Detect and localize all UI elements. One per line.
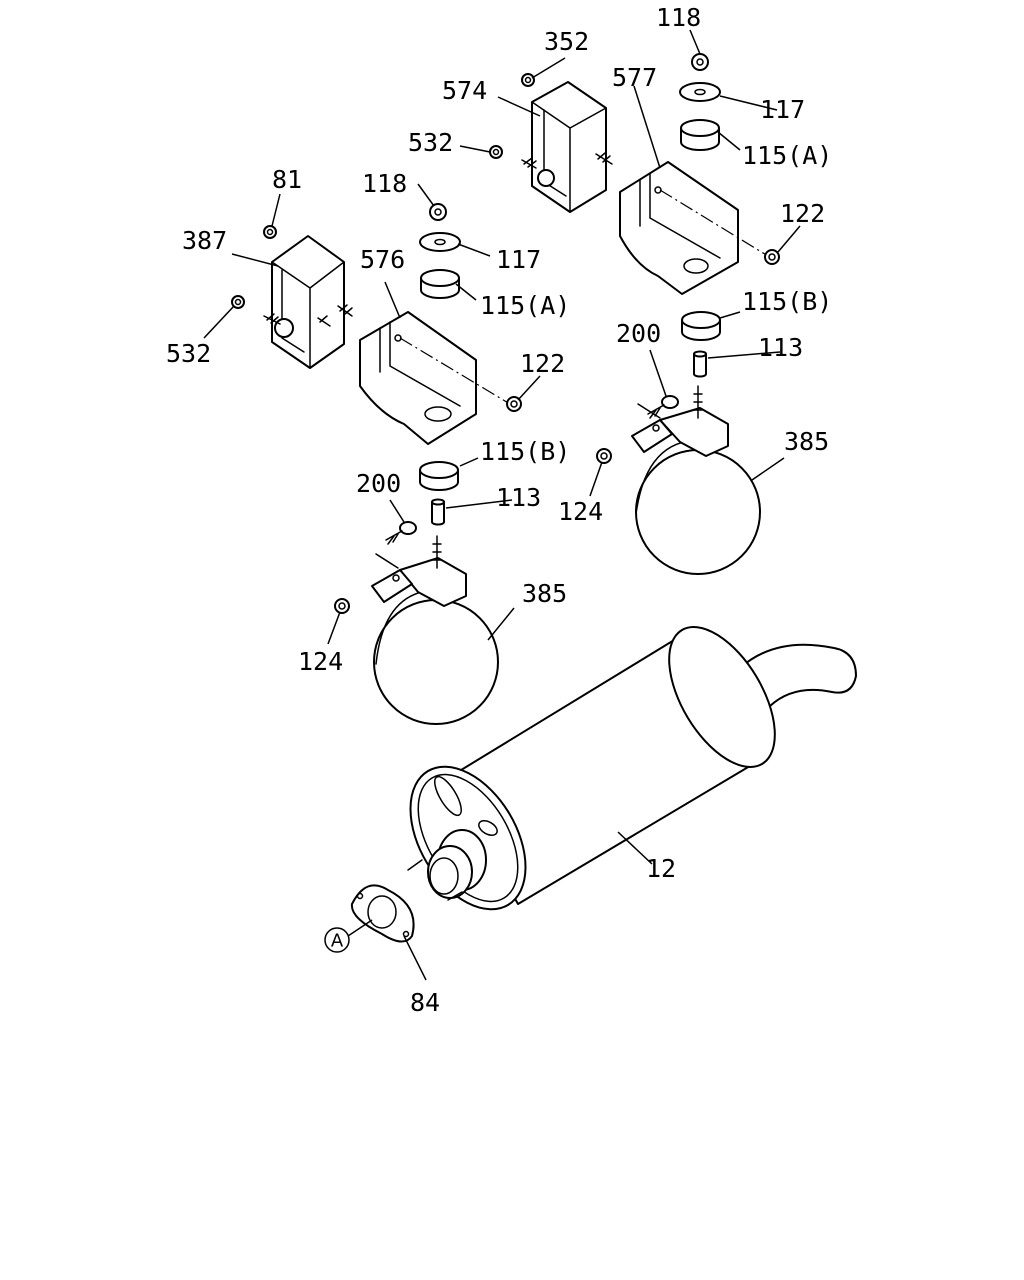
bushing-115b-mid [419,461,459,491]
callout-385-left: 385 [522,579,567,608]
bolt-200-left [385,521,417,545]
bushing-115a-top [680,119,720,151]
callout-122-mid: 122 [520,349,565,378]
stud-574-b [595,152,613,165]
nut-118-mid [429,203,447,221]
stud-574-a [521,157,537,169]
leader-lines [203,29,801,981]
nut-124-left [334,598,350,614]
callout-84: 84 [410,988,440,1017]
nut-118-top [691,53,709,71]
callout-200-right: 200 [616,319,661,348]
nut-81 [263,225,277,239]
callout-385-right: 385 [784,427,829,456]
nut-122-mid [506,396,522,412]
callout-574: 574 [442,76,487,105]
stud-387-c [337,304,353,317]
clamp-385-left [371,535,499,725]
callout-576: 576 [360,245,405,274]
callout-200-left: 200 [356,469,401,498]
callout-118-top: 118 [656,3,701,32]
callout-115a-top: 115(A) [742,141,832,170]
bracket-577 [619,161,739,295]
callout-532-top: 532 [408,128,453,157]
callout-115b-right: 115(B) [742,287,832,316]
callout-113-left: 113 [496,483,541,512]
nut-124-right [596,448,612,464]
gasket-84 [350,884,415,943]
reference-mark-a: A [324,927,350,953]
bolt-200-right [647,395,679,419]
sleeve-113-left [431,498,445,526]
callout-532-left: 532 [166,339,211,368]
reference-mark-a-letter: A [331,931,344,952]
callout-115b-mid: 115(B) [480,437,570,466]
callout-577: 577 [612,63,657,92]
stud-387-a [263,313,281,325]
callout-81: 81 [272,165,302,194]
callout-352: 352 [544,27,589,56]
washer-117-top [679,82,721,102]
bushing-115b-right [681,311,721,341]
bushing-115a-mid [420,269,460,299]
nut-122-right [764,249,780,265]
callout-387: 387 [182,226,227,255]
callout-117-top: 117 [760,95,805,124]
nut-532-top [489,145,503,159]
bracket-387 [271,235,345,369]
clamp-385-right [631,385,761,575]
callout-118-mid: 118 [362,169,407,198]
sleeve-113-right [693,350,707,378]
callout-115a-mid: 115(A) [480,291,570,320]
callout-124-left: 124 [298,647,343,676]
callout-124-right: 124 [558,497,603,526]
callout-117-mid: 117 [496,245,541,274]
washer-117-mid [419,232,461,252]
bracket-574 [531,81,607,213]
callout-labels: 118 352 574 577 117 115(A) 532 122 81 11… [166,3,832,1017]
callout-12: 12 [646,854,676,883]
nut-532-left [231,295,245,309]
stud-387-b [317,315,331,327]
callout-113-right: 113 [758,333,803,362]
nut-352 [521,73,535,87]
muffler-12 [407,626,857,911]
bracket-576 [359,311,477,445]
callout-122-right: 122 [780,199,825,228]
